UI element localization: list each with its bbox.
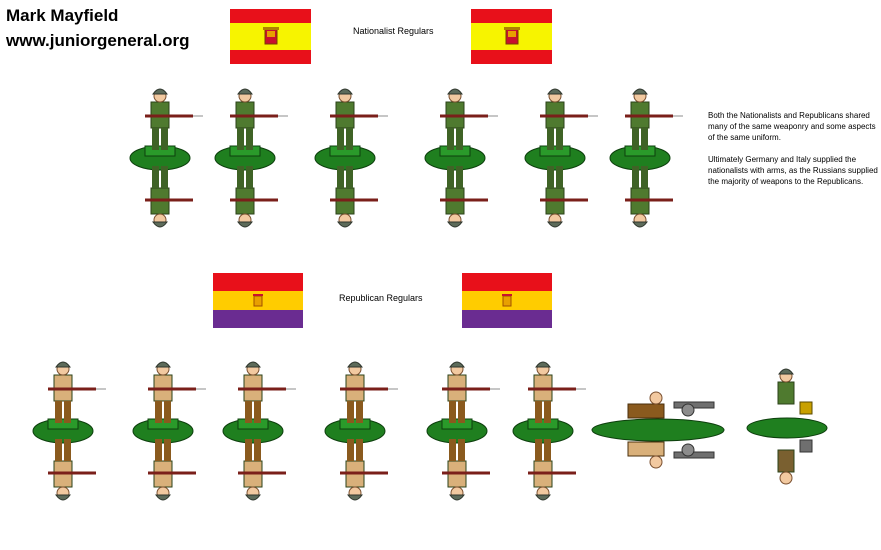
author-name: Mark Mayfield [6, 6, 119, 25]
nationalist-machinegunner-figure [410, 82, 500, 234]
republican-machinegun-crew-figure [588, 360, 728, 500]
coat-of-arms-icon [262, 26, 279, 44]
republican-kneeling-rifleman-figure [208, 355, 298, 507]
republican-grenadier-figure [412, 355, 502, 507]
nationalist-rifleman-figure [115, 82, 205, 234]
nationalist-officer-figure [595, 82, 685, 234]
coat-of-arms-icon [502, 293, 512, 306]
republican-ammo-bearer-figure [742, 362, 832, 492]
republican-marksman-figure [498, 355, 588, 507]
republican-section-label: Republican Regulars [339, 293, 423, 303]
nationalist-section-label: Nationalist Regulars [353, 26, 434, 36]
republican-flag-left [213, 273, 303, 328]
coat-of-arms-icon [503, 26, 520, 44]
republican-flag-right [462, 273, 552, 328]
nationalist-flag-left [230, 9, 311, 64]
history-note-paragraph-1: Both the Nationalists and Republicans sh… [708, 111, 876, 142]
nationalist-kneeling-rifleman-figure [300, 82, 390, 234]
republican-rifleman-figure [18, 355, 108, 507]
coat-of-arms-icon [253, 293, 263, 306]
history-note-paragraph-2: Ultimately Germany and Italy supplied th… [708, 155, 878, 186]
history-note: Both the Nationalists and Republicans sh… [708, 110, 878, 198]
site-url[interactable]: www.juniorgeneral.org [6, 31, 190, 50]
nationalist-flag-right [471, 9, 552, 64]
nationalist-grenadier-figure [510, 82, 600, 234]
republican-smg-figure [118, 355, 208, 507]
nationalist-smg-figure [200, 82, 290, 234]
republican-officer-figure [310, 355, 400, 507]
